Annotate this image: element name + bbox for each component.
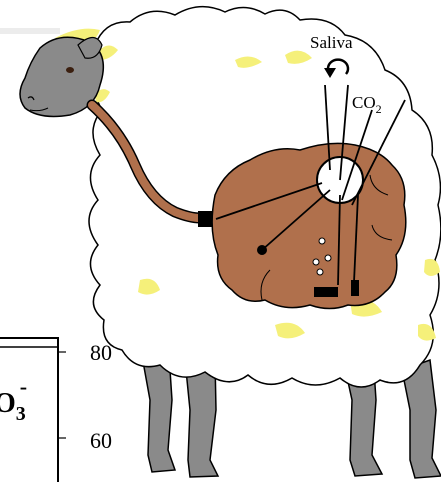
bubble xyxy=(319,238,325,244)
rumen xyxy=(212,143,406,308)
bubble xyxy=(317,269,323,275)
bubble xyxy=(325,255,331,261)
top-rule xyxy=(0,28,60,34)
probe-tip-horizontal xyxy=(314,287,338,297)
sampling-point xyxy=(257,245,267,255)
tick-label-80: 80 xyxy=(90,340,112,365)
tick-label-60: 60 xyxy=(90,428,112,453)
saliva-label: Saliva xyxy=(310,33,353,52)
bubble xyxy=(313,259,319,265)
eye xyxy=(66,67,74,73)
partial-chart: 80 60 O3- xyxy=(0,338,112,482)
probe-tip-vertical xyxy=(351,280,359,296)
